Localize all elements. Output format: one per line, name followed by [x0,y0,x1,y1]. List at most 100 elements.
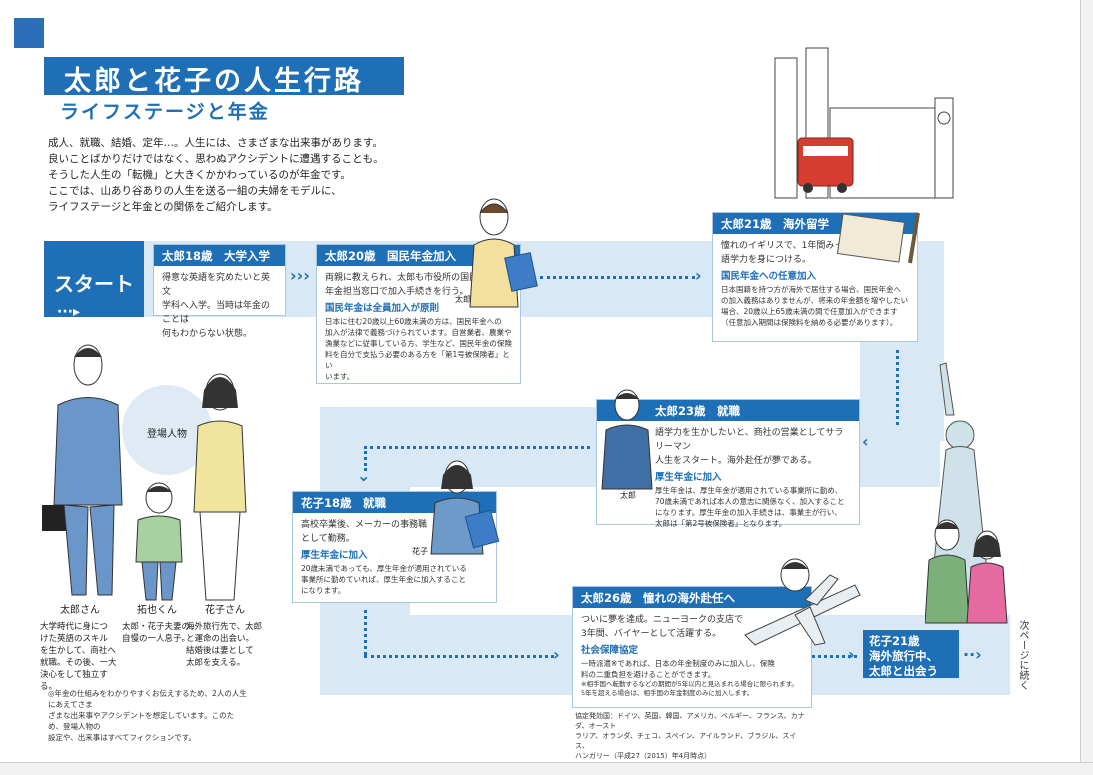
characters-label: 登場人物 [147,429,187,440]
agreement-countries: 協定発効国：ドイツ、英国、韓国、アメリカ、ベルギー、フランス、カナダ、オースト … [575,711,810,761]
card-line: 日本国籍を持つ方が海外で居住する場合、国民年金へ [721,285,901,294]
intro-line: 成人、就職、結婚、定年…。人生には、さまざまな出来事があります。 [48,137,383,149]
arrow-left-icon: ‹ [862,432,869,451]
footnote: ◎年金の仕組みをわかりやすくお伝えするため、2人の人生にあえてさま ざまな出来事… [48,688,248,743]
profile-line: 海外旅行先で、太郎 [186,622,263,632]
card-body: 憧れのイギリスで、1年間みっちり 語学力を身につける。 国民年金への任意加入 日… [713,234,917,333]
couple-illustration [925,519,1008,624]
card-body: 語学力を生かしたいと、商社の営業としてサラリーマン 人生をスタート。海外赴任が夢… [597,421,859,534]
hanako-profile: 花子さん 海外旅行先で、太郎 と運命の出会い。 結婚後は妻として 太郎を支える。 [186,605,264,669]
card-subheading: 社会保障協定 [581,645,639,656]
path-dots [364,446,367,471]
card-note: 5年を超える場合は、相手国の年金制度のみに加入します。 [581,689,754,697]
intro-line: ライフステージと年金との関係をご紹介します。 [48,201,278,213]
card-taro-18: 太郎18歳 大学入学 得意な英語を究めたいと英文 学科へ入学。当時は年金のことは… [153,244,286,339]
path-dots [370,446,590,449]
taro-tag: 太郎 [620,491,636,500]
intro-line: そうした人生の「転機」と大きくかかわっているのが年金です。 [48,169,351,181]
goal-line: 花子21歳 [869,634,920,648]
profile-line: けた英語のスキル [40,634,109,644]
arrow-right-icon: › [553,645,560,664]
card-line: になります。 [301,586,346,595]
card-line: 漁業などに従事している方、学生など、国民年金の保険 [325,339,512,348]
card-line: 高校卒業後、メーカーの事務職 [301,520,428,530]
taro-20-illustration [469,198,538,308]
start-label: スタート ···▸ [44,241,144,320]
airplane-illustration [744,558,861,646]
card-heading: 太郎18歳 大学入学 [154,245,285,266]
card-body: 両親に教えられ、太郎も市役所の国民 年金担当窓口で加入手続きを行う。 国民年金は… [317,266,520,387]
goal-box: 花子21歳 海外旅行中、 太郎と出会う [863,630,959,678]
card-note: ※相手国へ転勤するなどの期間が5年以内と見込まれる場合に限られます。 [581,680,798,688]
card-line: 語学力を身につける。 [721,255,812,265]
countries-line: ハンガリー（平成27（2015）年4月時点） [575,752,712,760]
card-taro-26: 太郎26歳 憧れの海外赴任へ ついに夢を達成。ニューヨークの支店で 3年間、バイ… [572,586,812,708]
arrow-right-icon: › [848,645,855,664]
card-heading: 太郎20歳 国民年金加入 [317,245,520,266]
card-line: 人生をスタート。海外赴任が夢である。 [655,456,817,466]
card-line: として勤務。 [301,534,355,544]
page-subtitle: ライフステージと年金 [60,101,270,123]
card-body: 高校卒業後、メーカーの事務職 として勤務。 厚生年金に加入 20歳未満であっても… [293,513,496,601]
card-line: 20歳未満であっても、厚生年金が適用されている [301,564,467,573]
hanako-tag: 花子 [412,547,428,556]
card-line: 年金担当窓口で加入手続きを行う。 [325,287,469,297]
countries-line: ラリア、オランダ、チェコ、スペイン、アイルランド、ブラジル、スイス、 [575,732,797,750]
profile-line: 太郎を支える。 [186,658,246,668]
corner-mark [14,18,44,48]
card-line: 厚生年金は、厚生年金が適用されている事業所に勤め、 [655,486,843,495]
intro-text: 成人、就職、結婚、定年…。人生には、さまざまな出来事があります。 良いことばかり… [48,135,384,215]
start-arrow-icon: ···▸ [57,304,80,320]
path-dots [540,276,695,279]
card-line: 両親に教えられ、太郎も市役所の国民 [325,273,479,283]
start-text: スタート [54,272,134,296]
profile-line: 決心をして独立する。 [40,670,108,692]
profile-line: 太郎・花子夫妻の [122,622,191,632]
profile-line: 就職。その後、一大 [40,658,117,668]
taro-name: 太郎さん [60,605,100,616]
card-line: 料の二重負担を避けることができます。 [581,670,716,679]
card-line: （任意加入期間は保険料を納める必要があります）。 [721,318,898,327]
next-page-note: 次ページに続く [1017,620,1028,690]
taro-tag: 太郎 [455,295,471,304]
card-line: の加入義務はありませんが、将来の年金額を増やしたい [721,296,909,305]
card-line: 一時派遣※であれば、日本の年金制度のみに加入し、保険 [581,659,775,668]
profile-line: を生かして、商社へ [40,646,116,656]
card-line: 何もわからない状態。 [162,329,253,339]
card-taro-20: 太郎20歳 国民年金加入 両親に教えられ、太郎も市役所の国民 年金担当窓口で加入… [316,244,521,384]
dictionary-illustration [836,212,920,264]
card-taro-21: 太郎21歳 海外留学 憧れのイギリスで、1年間みっちり 語学力を身につける。 国… [712,212,918,342]
card-subheading: 国民年金は全員加入が原則 [325,303,440,314]
card-line: 憧れのイギリスで、1年間みっちり [721,241,862,251]
profile-line: 自慢の一人息子。 [122,634,191,644]
card-line: になります。厚生年金の加入手続きは、事業主が行い、 [655,508,842,517]
card-body: ついに夢を達成。ニューヨークの支店で 3年間、バイヤーとして活躍する。 社会保障… [573,608,811,703]
footnote-line: ざまな出来事やアクシデントを想定しています。このため、登場人物の [48,711,235,731]
page-edge [1080,0,1093,775]
footnote-line: ◎年金の仕組みをわかりやすくお伝えするため、2人の人生にあえてさま [48,689,247,709]
arrow-right-icon: ››› [290,266,310,285]
card-line: 事業所に勤めていれば、厚生年金に加入すること [301,575,466,584]
footnote-line: 設定や、出来事はすべてフィクションです。 [48,733,197,742]
card-line: 学科へ入学。当時は年金のことは [162,301,271,325]
card-line: 太郎は「第2号被保険者」となります。 [655,519,787,528]
path-dots [364,610,367,655]
intro-line: 良いことばかりだけではなく、思わぬアクシデントに遭遇することも。 [48,153,384,165]
arrow-right-icon: ··› [963,645,982,664]
goal-line: 海外旅行中、 [869,649,938,663]
intro-line: ここでは、山あり谷ありの人生を送る一組の夫婦をモデルに、 [48,185,342,197]
page-title: 太郎と花子の人生行路 [44,57,404,97]
card-line: います。 [325,372,355,381]
takuya-illustration [135,482,183,601]
card-line: 料を自分で支払う必要のある方を「第1号被保険者」とい [325,350,510,370]
takuya-name: 拓也くん [137,605,177,616]
card-body: 得意な英語を究めたいと英文 学科へ入学。当時は年金のことは 何もわからない状態。 [154,266,285,346]
hanako-name: 花子さん [205,605,245,616]
card-subheading: 国民年金への任意加入 [721,271,817,282]
london-illustration [774,47,954,199]
card-line: 3年間、バイヤーとして活躍する。 [581,629,722,639]
countries-line: 協定発効国：ドイツ、英国、韓国、アメリカ、ベルギー、フランス、カナダ、オースト [575,712,805,730]
card-line: ついに夢を達成。ニューヨークの支店で [581,615,744,625]
card-line: 加入が法律で義務づけられています。自営業者、農業や [325,328,512,337]
